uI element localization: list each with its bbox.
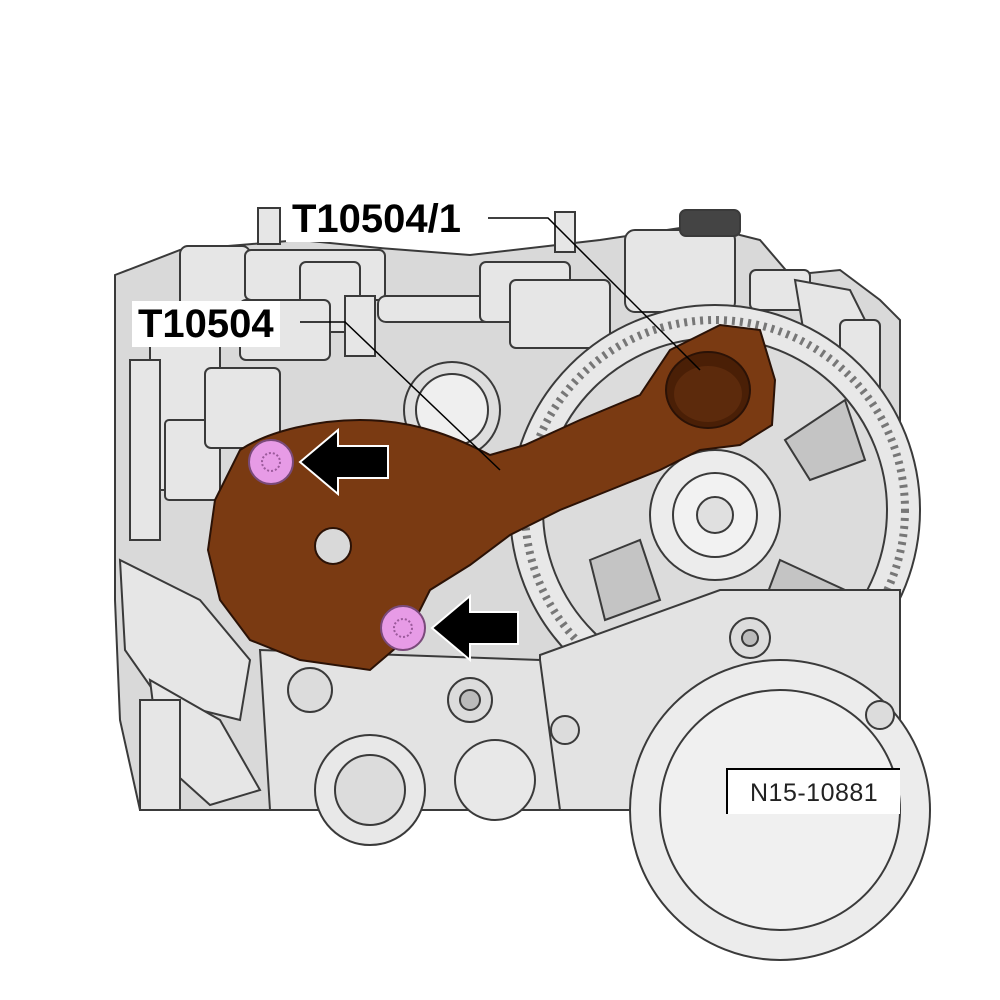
- engine-upper-parts: [129, 207, 881, 541]
- bolt-upper: [248, 439, 294, 485]
- engine-lower-parts: [258, 589, 931, 961]
- figure-reference-box: N15-10881: [726, 768, 900, 814]
- figure-reference: N15-10881: [750, 779, 879, 807]
- label-locking-tool: T10504: [132, 301, 280, 347]
- tool-bolts: [248, 439, 426, 651]
- locking-tool-t10504: [206, 323, 777, 672]
- label-special-tool: T10504/1: [286, 196, 468, 242]
- bolt-lower: [380, 605, 426, 651]
- arrow-left-icon: [298, 427, 389, 497]
- tool-center-hole: [314, 527, 352, 565]
- arrow-left-icon: [430, 593, 519, 663]
- leader-lines: [300, 217, 701, 471]
- engine-left-parts: [118, 558, 262, 811]
